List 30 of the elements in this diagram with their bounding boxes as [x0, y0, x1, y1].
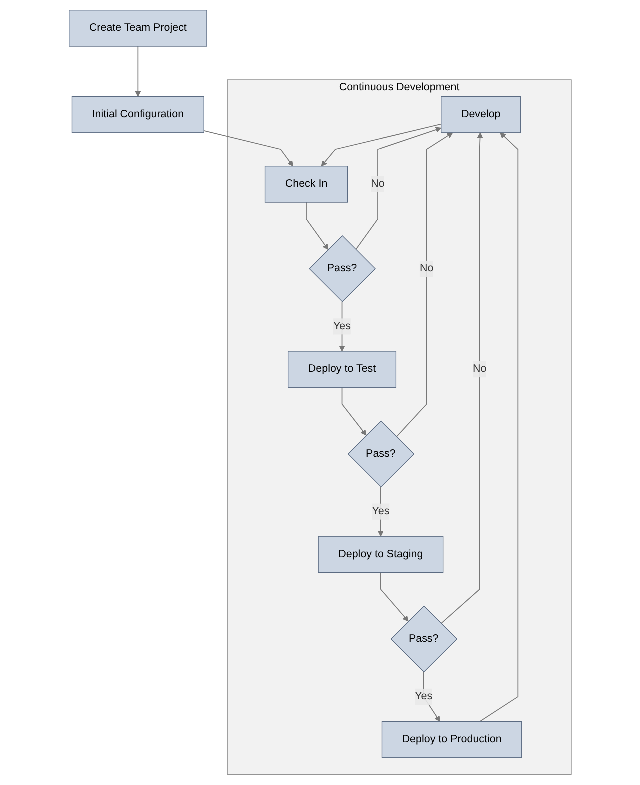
arrow [338, 302, 345, 352]
node-diamond [308, 236, 376, 302]
arrow [134, 46, 141, 98]
edge-label: Yes [333, 320, 351, 332]
node-diamond [390, 606, 458, 673]
arrow [479, 132, 518, 722]
arrow [423, 672, 440, 722]
edge-label: Yes [414, 690, 432, 702]
node-box [288, 351, 396, 388]
arrow [440, 132, 483, 624]
node-box [264, 166, 348, 203]
arrow [341, 387, 366, 436]
arrow [378, 486, 384, 537]
node-box [71, 96, 204, 134]
node-box [318, 536, 444, 574]
cluster [226, 80, 572, 775]
node-box [68, 10, 207, 47]
arrow [396, 132, 453, 438]
edge-label: Yes [372, 506, 390, 518]
node-box [381, 721, 522, 758]
arrow [306, 202, 328, 250]
node-diamond [347, 420, 414, 488]
arrow [203, 130, 294, 167]
arrow [355, 127, 442, 250]
edge-label: No [472, 364, 486, 375]
node-box [440, 96, 521, 134]
arrow [380, 572, 408, 622]
edge-label: No [420, 262, 434, 274]
edge-label: No [370, 178, 384, 190]
arrow [320, 124, 442, 167]
